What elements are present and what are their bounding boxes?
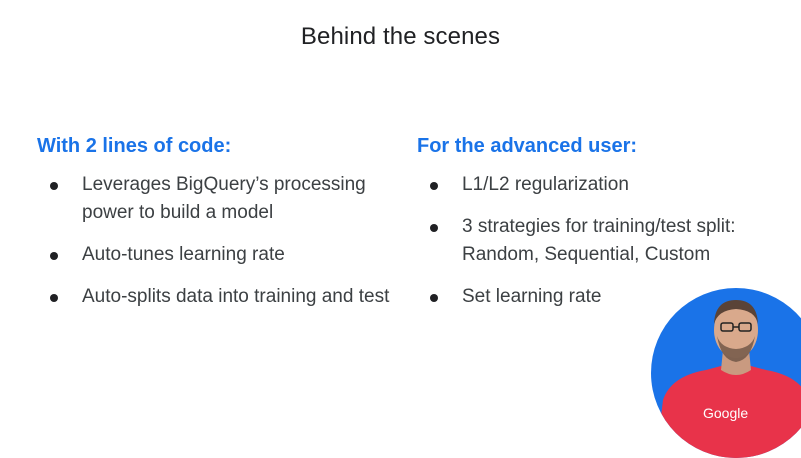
left-bullet-list: Leverages BigQuery’s processing power to…: [37, 171, 397, 311]
bullet-item: 3 strategies for training/test split: Ra…: [417, 213, 792, 269]
bullet-text: Set learning rate: [462, 286, 602, 307]
left-column: With 2 lines of code: Leverages BigQuery…: [37, 133, 397, 325]
bullet-dot-icon: [50, 294, 58, 302]
presenter-video-bubble: Google: [651, 288, 801, 458]
bullet-item: Auto-splits data into training and test: [37, 283, 392, 311]
bullet-item: Auto-tunes learning rate: [37, 241, 397, 269]
bullet-dot-icon: [50, 182, 58, 190]
bullet-text: Leverages BigQuery’s processing power to…: [82, 174, 366, 223]
bullet-text: L1/L2 regularization: [462, 174, 629, 195]
bullet-dot-icon: [430, 294, 438, 302]
right-column: For the advanced user: L1/L2 regularizat…: [417, 133, 787, 325]
bullet-dot-icon: [430, 224, 438, 232]
bullet-text: 3 strategies for training/test split: Ra…: [462, 216, 736, 265]
bullet-dot-icon: [50, 252, 58, 260]
right-bullet-list: L1/L2 regularization 3 strategies for tr…: [417, 171, 787, 311]
slide-title: Behind the scenes: [300, 23, 501, 50]
bullet-text: Auto-tunes learning rate: [82, 244, 285, 265]
bullet-item: Leverages BigQuery’s processing power to…: [37, 171, 402, 227]
left-column-heading: With 2 lines of code:: [37, 135, 232, 157]
bullet-dot-icon: [430, 182, 438, 190]
bullet-item: Set learning rate: [417, 283, 787, 311]
bullet-text: Auto-splits data into training and test: [82, 286, 390, 307]
shirt-logo-text: Google: [703, 405, 749, 421]
presenter-illustration: [656, 300, 801, 458]
right-column-heading: For the advanced user:: [417, 135, 638, 157]
bullet-item: L1/L2 regularization: [417, 171, 787, 199]
